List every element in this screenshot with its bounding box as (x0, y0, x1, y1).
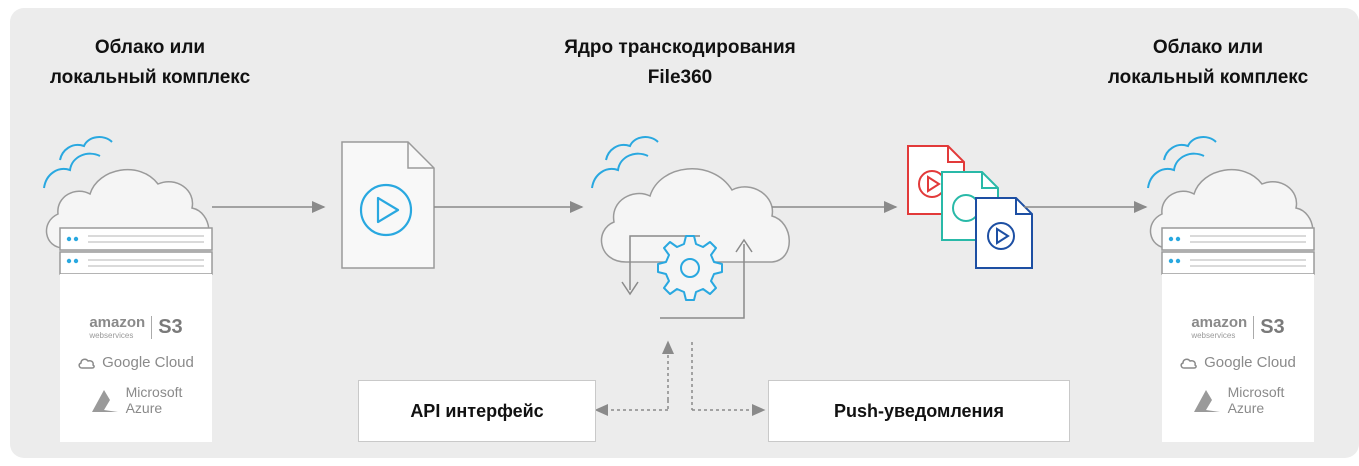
center-title: Ядро транскодирования File360 (530, 33, 830, 93)
cycle-arrow-right (660, 244, 745, 319)
google-cloud-icon: Google Cloud (1162, 354, 1314, 371)
google-cloud-label: Google Cloud (1204, 354, 1296, 371)
core-cloud-icon (591, 136, 790, 263)
google-cloud-icon: Google Cloud (60, 354, 212, 371)
cycle-arrow-left (629, 235, 700, 290)
video-file-icon (341, 141, 435, 269)
azure-label-1: Microsoft (1227, 384, 1285, 400)
api-interface-box: API интерфейс (358, 380, 596, 442)
left-title: Облако или локальный комплекс (0, 33, 300, 93)
right-server-icon (1161, 227, 1315, 275)
push-notifications-box: Push-уведомления (768, 380, 1070, 442)
aws-name: amazon (89, 314, 146, 331)
left-title-line1: Облако или (94, 37, 206, 58)
left-title-line2: локальный комплекс (49, 67, 251, 88)
aws-sub: webservices (1191, 331, 1236, 340)
right-title-line2: локальный комплекс (1107, 67, 1309, 88)
center-title-line2: File360 (647, 67, 713, 88)
azure-label-2: Azure (125, 400, 163, 416)
right-title: Облако или локальный комплекс (1058, 33, 1358, 93)
center-title-line1: Ядро транскодирования (564, 37, 796, 58)
aws-sub: webservices (89, 331, 134, 340)
azure-label-1: Microsoft (125, 384, 183, 400)
left-server-icon (59, 227, 213, 275)
google-cloud-label: Google Cloud (102, 354, 194, 371)
output-file-navy-icon (975, 197, 1033, 269)
azure-label-2: Azure (1227, 400, 1265, 416)
s3-label: S3 (1253, 315, 1285, 339)
right-title-line1: Облако или (1152, 37, 1264, 58)
aws-name: amazon (1191, 314, 1248, 331)
s3-label: S3 (151, 315, 183, 339)
gear-icon (657, 235, 723, 301)
